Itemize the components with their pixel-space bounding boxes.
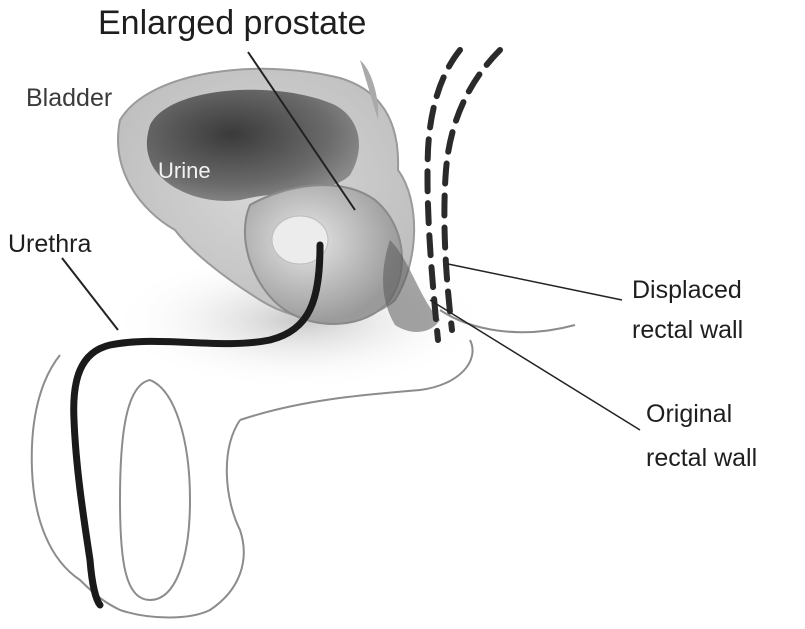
leader-original-rectal-wall [430, 300, 640, 430]
label-enlarged-prostate: Enlarged prostate [98, 4, 366, 43]
scrotum-outline [120, 380, 190, 600]
label-displaced-line1: Displaced [632, 270, 743, 310]
label-displaced-rectal-wall: Displaced rectal wall [632, 270, 743, 350]
label-original-line1: Original [646, 392, 757, 436]
label-urine: Urine [158, 158, 211, 184]
label-original-line2: rectal wall [646, 436, 757, 480]
label-urethra: Urethra [8, 230, 91, 259]
label-original-rectal-wall: Original rectal wall [646, 392, 757, 480]
label-displaced-line2: rectal wall [632, 310, 743, 350]
leader-urethra [62, 258, 118, 330]
label-bladder: Bladder [26, 84, 112, 113]
